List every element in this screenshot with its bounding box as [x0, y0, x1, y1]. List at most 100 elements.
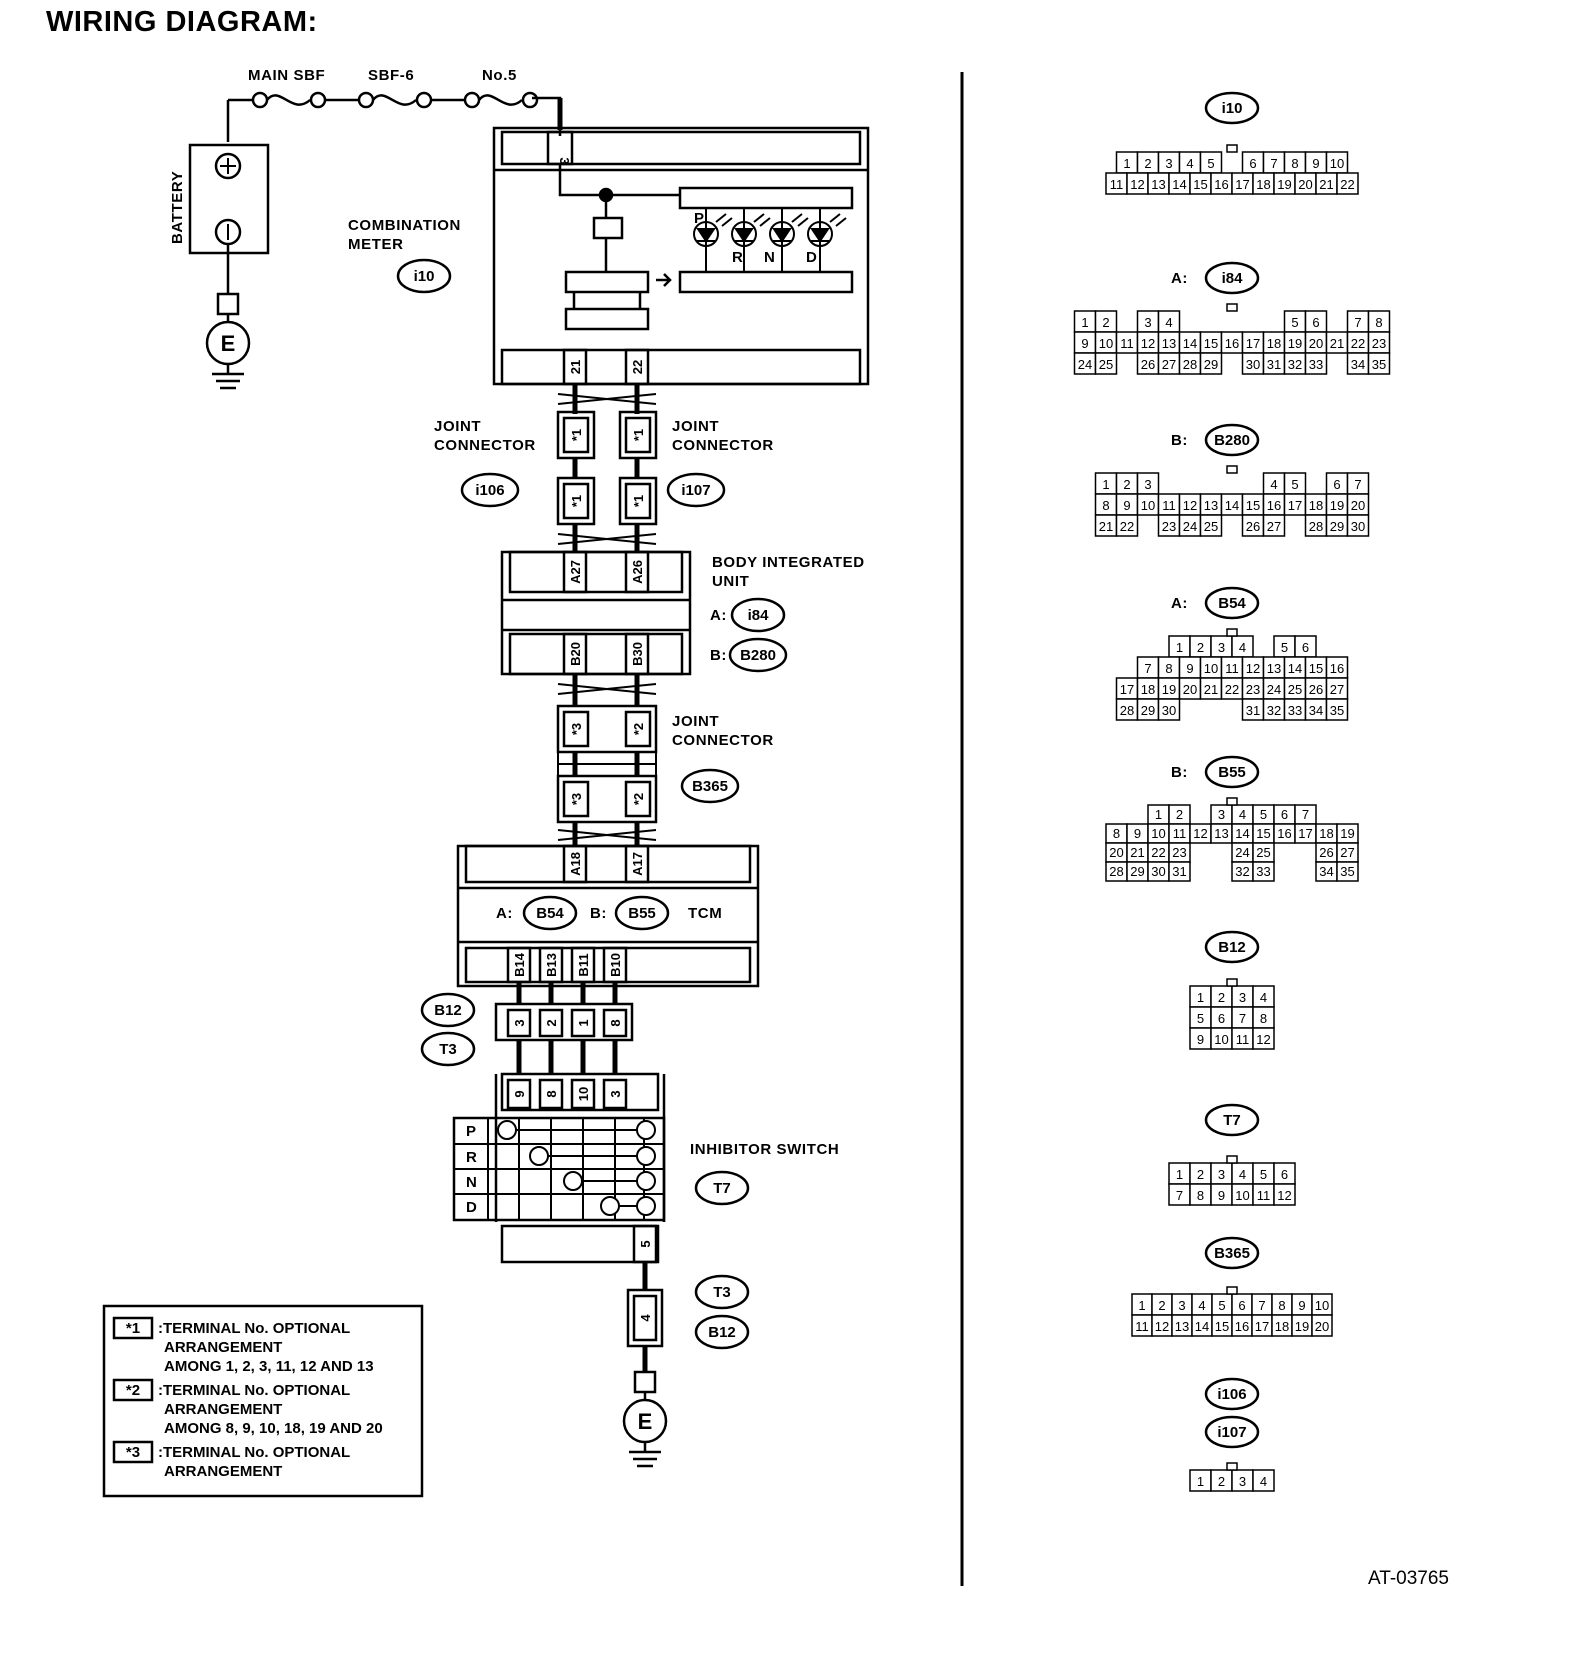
pin-t7-9: 9	[512, 1090, 527, 1097]
legend-3-line-2: ARRANGEMENT	[164, 1463, 282, 1480]
legend-1-line-2: ARRANGEMENT	[164, 1339, 282, 1356]
pin-number: 13	[1204, 498, 1218, 513]
pin-number: 26	[1309, 682, 1323, 697]
pin-cell	[1262, 514, 1286, 537]
pin-number: 7	[1354, 315, 1361, 330]
pin-number: 6	[1281, 1167, 1288, 1182]
pin-number: 11	[1225, 661, 1239, 676]
pin-number: 19	[1295, 1319, 1309, 1334]
led-indicators	[693, 208, 847, 272]
connector-key	[1226, 465, 1238, 474]
pin-number: 35	[1340, 864, 1354, 879]
pin-number: 15	[1215, 1319, 1229, 1334]
pin-number: 11	[1257, 1188, 1271, 1203]
oval-b280: B280	[740, 647, 776, 664]
pin-number: 15	[1309, 661, 1323, 676]
pin-number: 12	[1183, 498, 1197, 513]
pin-number: 9	[1312, 156, 1319, 171]
connector-label-i106: i106	[1217, 1386, 1246, 1403]
tcm-prefix-b: B:	[590, 905, 607, 922]
connector-oval-i84	[1204, 261, 1260, 295]
sbf6-label: SBF-6	[368, 67, 414, 84]
oval-i84: i84	[748, 607, 770, 624]
pin-i107-top: *1	[631, 429, 646, 441]
pin-number: 4	[1239, 807, 1246, 822]
oval-i107: i107	[681, 482, 710, 499]
pin-a18: A18	[568, 852, 583, 876]
connector-oval-B280	[1204, 423, 1260, 457]
inhibitor-pos-n: N	[466, 1174, 477, 1191]
pin-cell	[1115, 514, 1139, 537]
pin-number: 22	[1151, 845, 1165, 860]
pin-number: 5	[1218, 1298, 1225, 1313]
pin-number: 1	[1176, 640, 1183, 655]
pin-number: 6	[1249, 156, 1256, 171]
pin-number: 15	[1193, 177, 1207, 192]
pin-number: 25	[1256, 845, 1270, 860]
pin-number: 14	[1195, 1319, 1209, 1334]
pin-cell	[1168, 861, 1191, 882]
pin-number: 34	[1319, 864, 1333, 879]
pin-number: 18	[1267, 336, 1281, 351]
pin-number: 17	[1246, 336, 1260, 351]
pin-number: 29	[1130, 864, 1144, 879]
pin-b11: B11	[576, 953, 591, 976]
pin-number: 19	[1162, 682, 1176, 697]
connector-key	[1226, 797, 1238, 806]
pin-number: 24	[1235, 845, 1249, 860]
pin-number: 21	[1330, 336, 1344, 351]
legend-mark-3: *3	[126, 1444, 140, 1461]
connector-label-B55: B55	[1218, 764, 1246, 781]
pin-number: 8	[1375, 315, 1382, 330]
connector-label-B12: B12	[1218, 939, 1246, 956]
pin-i106-top: *1	[569, 429, 584, 441]
pin-number: 18	[1141, 682, 1155, 697]
pin-a17: A17	[630, 852, 645, 876]
legend-1-line-1: :TERMINAL No. OPTIONAL	[158, 1320, 350, 1337]
oval-t3-top: T3	[439, 1041, 457, 1058]
pin-number: 19	[1340, 826, 1354, 841]
pin-number: 28	[1309, 519, 1323, 534]
pin-b12-8: 8	[608, 1019, 623, 1026]
joint-connector-i107	[618, 410, 658, 526]
no5-fuse	[463, 91, 539, 109]
no5-label: No.5	[482, 67, 517, 84]
pin-t7-3: 3	[608, 1090, 623, 1097]
pin-number: 7	[1258, 1298, 1265, 1313]
pin-number: 8	[1165, 661, 1172, 676]
pin-number: 7	[1176, 1188, 1183, 1203]
pin-number: 30	[1162, 703, 1176, 718]
pin-number: 4	[1165, 315, 1172, 330]
pin-number: 12	[1246, 661, 1260, 676]
pin-number: 16	[1277, 826, 1291, 841]
pin-number: 4	[1186, 156, 1193, 171]
pin-number: 7	[1239, 1011, 1246, 1026]
connector-label-B280: B280	[1214, 432, 1250, 449]
led-label-p: P	[694, 210, 705, 227]
pin-number: 14	[1225, 498, 1239, 513]
pin-number: 6	[1333, 477, 1340, 492]
pin-b12-2: 2	[544, 1019, 559, 1026]
pin-number: 19	[1330, 498, 1344, 513]
pin-number: 10	[1151, 826, 1165, 841]
biu-label-1: BODY INTEGRATED	[712, 554, 865, 571]
oval-i10: i10	[414, 268, 435, 285]
pin-number: 31	[1172, 864, 1186, 879]
pin-number: 1	[1155, 807, 1162, 822]
tcm-label: TCM	[688, 905, 722, 922]
pin-number: 17	[1120, 682, 1134, 697]
pin-number: 27	[1267, 519, 1281, 534]
pin-cell	[1252, 1469, 1275, 1492]
pin-number: 18	[1319, 826, 1333, 841]
pin-number: 23	[1172, 845, 1186, 860]
pin-b20: B20	[568, 642, 583, 666]
pin-number: 11	[1135, 1319, 1149, 1334]
pin-number: 10	[1141, 498, 1155, 513]
pin-number: 28	[1109, 864, 1123, 879]
pin-number: 5	[1260, 807, 1267, 822]
pin-number: 4	[1260, 1474, 1267, 1489]
pin-number: 34	[1309, 703, 1323, 718]
connector-oval-T7	[1204, 1103, 1260, 1137]
pin-number: 20	[1183, 682, 1197, 697]
